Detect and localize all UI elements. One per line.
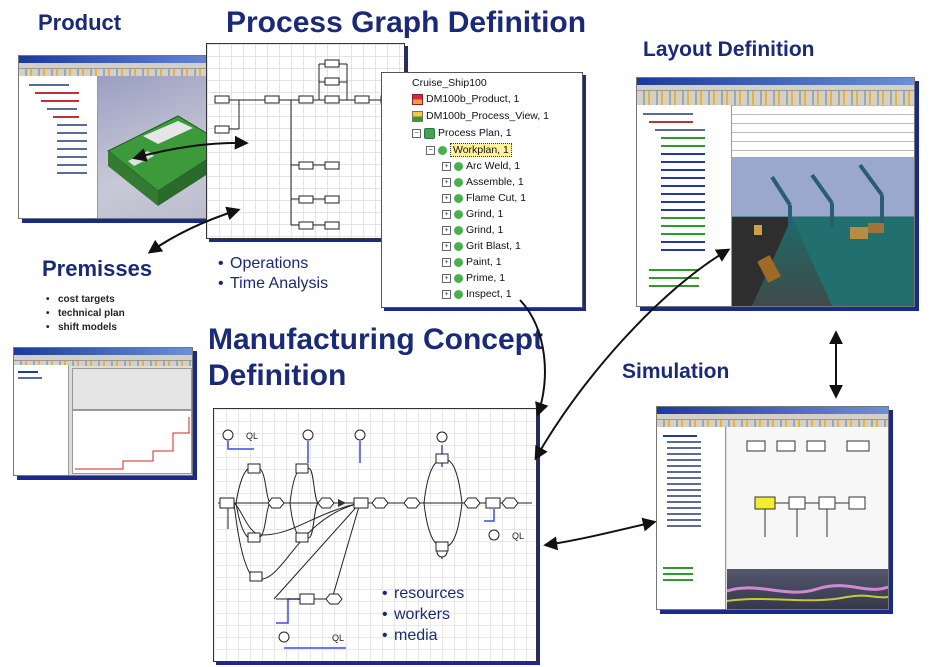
premisses-list: cost targets technical plan shift models xyxy=(46,293,125,335)
tree-item-operation[interactable]: + Grit Blast, 1 xyxy=(442,240,521,252)
process-plan-icon xyxy=(424,127,435,139)
expand-icon[interactable]: + xyxy=(442,161,451,171)
arrow-product-graph xyxy=(132,135,249,162)
tree-item-operation[interactable]: + Prime, 1 xyxy=(442,272,505,284)
tree-root[interactable]: Cruise_Ship100 xyxy=(412,77,487,89)
premisses-item: technical plan xyxy=(46,307,125,321)
simulation-3d-scene xyxy=(726,584,888,602)
operation-icon xyxy=(454,193,463,203)
ql-label: QL xyxy=(512,531,524,541)
premisses-item: shift models xyxy=(46,321,125,335)
product-heading: Product xyxy=(38,10,122,35)
simulation-flow xyxy=(746,440,870,537)
tree-root-label: Cruise_Ship100 xyxy=(412,77,487,89)
process-graph xyxy=(214,59,396,230)
expand-icon[interactable]: + xyxy=(442,225,451,235)
tree-item-label: Paint, 1 xyxy=(466,256,502,268)
tree-item-operation[interactable]: + Grind, 1 xyxy=(442,224,503,236)
arrow-graph-premisses xyxy=(147,206,241,254)
tree-item-product[interactable]: DM100b_Product, 1 xyxy=(412,93,519,105)
manufacturing-concept-panel: QL QL QL xyxy=(213,408,537,662)
layout-heading: Layout Definition xyxy=(643,38,815,61)
tree-item-operation[interactable]: + Arc Weld, 1 xyxy=(442,160,520,172)
arrow-mcd-layout xyxy=(534,248,731,461)
tree-item-operation[interactable]: + Assemble, 1 xyxy=(442,176,524,188)
tree-item-label: Assemble, 1 xyxy=(466,176,524,188)
tree-item-operation[interactable]: + Paint, 1 xyxy=(442,256,502,268)
arrow-tree-mcd xyxy=(519,299,549,417)
operation-icon xyxy=(454,241,463,251)
expand-icon[interactable]: + xyxy=(442,177,451,187)
process-graph-item: Operations xyxy=(218,254,328,274)
expand-icon[interactable]: + xyxy=(442,241,451,251)
tree-item-label: Prime, 1 xyxy=(466,272,506,284)
tree-item-label: Grit Blast, 1 xyxy=(466,240,521,252)
tree-item-process-plan[interactable]: − Process Plan, 1 xyxy=(412,127,512,139)
tree-item-label: Grind, 1 xyxy=(466,224,504,236)
tree-item-label: Grind, 1 xyxy=(466,208,504,220)
layout-screenshot xyxy=(636,77,915,307)
operation-icon xyxy=(454,257,463,267)
tree-item-label: DM100b_Product, 1 xyxy=(426,93,520,105)
tree-item-operation[interactable]: + Flame Cut, 1 xyxy=(442,192,526,204)
product-icon xyxy=(412,93,423,105)
manufacturing-concept-graph: QL QL QL xyxy=(218,429,532,649)
manufacturing-concept-heading: Manufacturing Concept Definition xyxy=(208,323,543,392)
operation-icon xyxy=(454,289,463,299)
process-graph-item: Time Analysis xyxy=(218,274,328,294)
layout-3d-scene xyxy=(732,163,914,306)
tree-item-label: Inspect, 1 xyxy=(466,288,512,300)
expand-icon[interactable]: + xyxy=(442,257,451,267)
collapse-icon[interactable]: − xyxy=(426,145,435,155)
expand-icon[interactable]: + xyxy=(442,209,451,219)
tree-item-process-view[interactable]: DM100b_Process_View, 1 xyxy=(412,110,549,122)
operation-icon xyxy=(454,273,463,283)
mcd-item: media xyxy=(382,625,464,646)
expand-icon[interactable]: + xyxy=(442,193,451,203)
process-graph-list: Operations Time Analysis xyxy=(218,254,328,294)
collapse-icon[interactable]: − xyxy=(412,128,421,138)
expand-icon[interactable]: + xyxy=(442,273,451,283)
mcd-item: resources xyxy=(382,583,464,604)
operation-icon xyxy=(454,177,463,187)
tree-item-label-selected: Workplan, 1 xyxy=(450,143,512,157)
ql-label: QL xyxy=(246,431,258,441)
operation-icon xyxy=(454,225,463,235)
mcd-item: workers xyxy=(382,604,464,625)
operation-icon xyxy=(438,145,447,155)
tree-item-label: DM100b_Process_View, 1 xyxy=(426,110,549,122)
operation-icon xyxy=(454,161,463,171)
premisses-item: cost targets xyxy=(46,293,125,307)
tree-item-workplan[interactable]: − Workplan, 1 xyxy=(426,143,512,157)
tree-item-label: Flame Cut, 1 xyxy=(466,192,527,204)
process-view-icon xyxy=(412,110,423,122)
tree-item-label: Process Plan, 1 xyxy=(438,127,512,139)
operation-icon xyxy=(454,209,463,219)
process-graph-heading: Process Graph Definition xyxy=(226,6,587,39)
premisses-step-chart xyxy=(75,417,190,470)
premisses-screenshot xyxy=(13,347,193,476)
expand-icon[interactable]: + xyxy=(442,289,451,299)
ql-label: QL xyxy=(332,633,344,643)
premisses-heading: Premisses xyxy=(42,256,153,281)
arrow-mcd-simulation xyxy=(543,517,657,551)
tree-item-label: Arc Weld, 1 xyxy=(466,160,521,172)
tree-item-operation[interactable]: + Inspect, 1 xyxy=(442,288,512,300)
manufacturing-concept-list: resources workers media xyxy=(382,583,464,646)
tree-item-operation[interactable]: + Grind, 1 xyxy=(442,208,503,220)
